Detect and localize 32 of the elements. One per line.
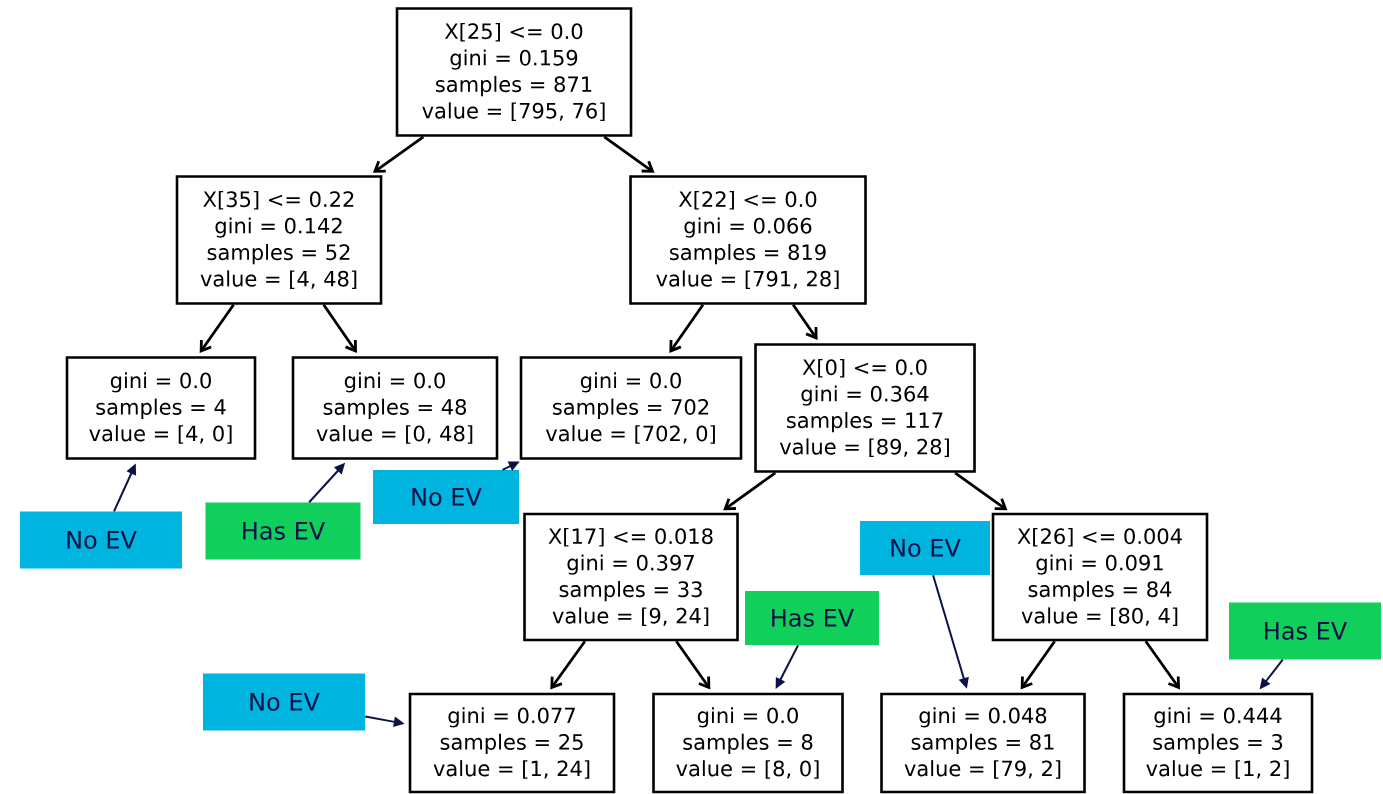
- tree-node-box: X[25] <= 0.0 gini = 0.159 samples = 871 value = [795, 76]: [395, 7, 633, 137]
- arrow: [372, 135, 425, 173]
- tree-node-box: X[22] <= 0.0 gini = 0.066 samples = 819 value = [791, 28]: [629, 175, 867, 305]
- class-label: No EV: [20, 511, 182, 569]
- arrow: [954, 471, 1008, 511]
- tree-node-box: gini = 0.0 samples = 702 value = [702, 0]: [519, 356, 743, 460]
- arrow: [322, 304, 357, 353]
- arrow: [792, 304, 818, 340]
- tree-node-box: X[26] <= 0.004 gini = 0.091 samples = 84 value = [80, 4]: [991, 512, 1209, 642]
- class-label: No EV: [203, 673, 365, 731]
- tree-node-box: gini = 0.444 samples = 3 value = [1, 2]: [1122, 692, 1314, 794]
- arrow: [603, 135, 655, 173]
- arrow: [199, 304, 235, 353]
- arrow: [669, 304, 705, 353]
- tree-node-box: gini = 0.0 samples = 48 value = [0, 48]: [291, 356, 499, 460]
- arrow: [723, 471, 777, 511]
- tree-node-box: gini = 0.048 samples = 81 value = [79, 2]: [880, 692, 1086, 794]
- tree-node-box: gini = 0.077 samples = 25 value = [1, 24]: [408, 692, 616, 794]
- tree-node-box: X[17] <= 0.018 gini = 0.397 samples = 33 value = [9, 24]: [523, 512, 739, 642]
- tree-node-box: X[35] <= 0.22 gini = 0.142 samples = 52 value = [4, 48]: [175, 175, 383, 305]
- arrow: [550, 640, 587, 690]
- class-label: Has EV: [205, 502, 361, 560]
- tree-node-box: gini = 0.0 samples = 8 value = [8, 0]: [652, 692, 844, 794]
- class-label: No EV: [860, 521, 990, 575]
- arrow: [675, 640, 711, 690]
- class-label: Has EV: [745, 591, 879, 645]
- arrow: [1020, 640, 1056, 690]
- class-label: No EV: [373, 470, 519, 524]
- tree-node-box: X[0] <= 0.0 gini = 0.364 samples = 117 value = [89, 28]: [754, 343, 976, 473]
- arrow: [1144, 640, 1180, 690]
- class-label: Has EV: [1229, 602, 1381, 660]
- tree-node-box: gini = 0.0 samples = 4 value = [4, 0]: [65, 356, 257, 460]
